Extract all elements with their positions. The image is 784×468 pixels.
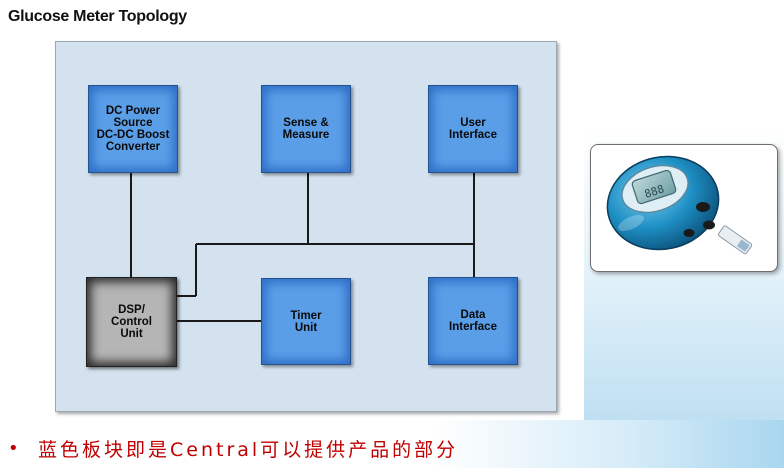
background-gradient-bottom bbox=[0, 420, 784, 468]
block-timer-unit: Timer Unit bbox=[261, 278, 351, 365]
bullet-text: 蓝色板块即是Central可以提供产品的部分 bbox=[38, 438, 459, 461]
block-user-interface: User Interface bbox=[428, 85, 518, 173]
block-sense-measure: Sense & Measure bbox=[261, 85, 351, 173]
bullet-marker-icon: • bbox=[8, 437, 19, 459]
block-user-label: User Interface bbox=[449, 117, 497, 141]
svg-text:888: 888 bbox=[643, 182, 666, 201]
block-dc-power-label: DC Power Source DC-DC Boost Converter bbox=[96, 105, 170, 153]
block-dsp-control-unit: DSP/ Control Unit bbox=[86, 277, 177, 367]
glucose-meter-photo-card: 888 bbox=[590, 144, 778, 272]
block-data-interface: Data Interface bbox=[428, 277, 518, 365]
glucose-meter-device-image: 888 bbox=[606, 155, 753, 255]
connection-lines bbox=[130, 172, 475, 322]
block-dc-power-source: DC Power Source DC-DC Boost Converter bbox=[88, 85, 178, 173]
topology-diagram-panel: DC Power Source DC-DC Boost Converter Se… bbox=[55, 41, 557, 412]
block-dsp-label: DSP/ Control Unit bbox=[111, 304, 152, 340]
block-sense-label: Sense & Measure bbox=[282, 117, 330, 141]
block-data-label: Data Interface bbox=[449, 309, 497, 333]
block-timer-label: Timer Unit bbox=[290, 309, 322, 334]
slide-title: Glucose Meter Topology bbox=[8, 8, 187, 25]
bullet-note: • 蓝色板块即是Central可以提供产品的部分 bbox=[8, 436, 459, 461]
